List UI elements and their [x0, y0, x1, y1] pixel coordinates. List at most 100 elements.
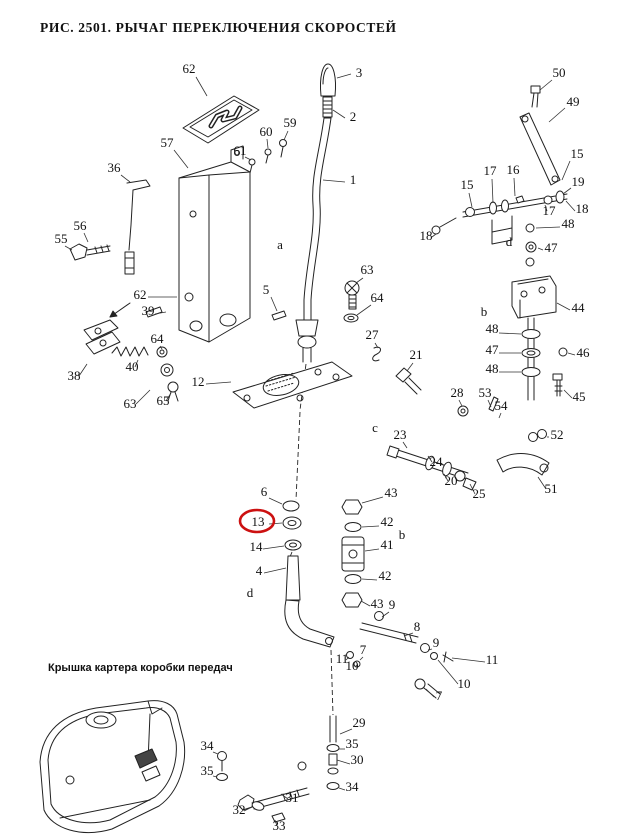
- leader-line: [359, 656, 364, 661]
- leader-line: [402, 441, 408, 449]
- leader-line: [443, 473, 449, 482]
- part-label-9: 9: [389, 597, 396, 612]
- leader-line: [274, 819, 278, 827]
- leader-line: [537, 476, 547, 490]
- part-label-59: 59: [284, 115, 297, 130]
- part-label-7: 7: [360, 642, 367, 657]
- part-label-40: 40: [126, 359, 139, 374]
- leader-line: [469, 483, 476, 495]
- mid-right-linkage: [372, 346, 550, 491]
- leader-line: [487, 399, 492, 408]
- leader-line: [498, 412, 502, 419]
- leader-line: [154, 311, 167, 315]
- part-label-52: 52: [551, 427, 564, 442]
- part-label-6: 6: [261, 484, 268, 499]
- leader-line: [491, 178, 494, 204]
- part-label-21: 21: [410, 347, 423, 362]
- part-label-15: 15: [571, 146, 584, 161]
- part-label-3: 3: [356, 65, 363, 80]
- leader-line: [78, 363, 88, 377]
- leader-line: [468, 192, 473, 208]
- part-label-43: 43: [385, 485, 398, 500]
- leader-line: [83, 232, 89, 243]
- leader-line: [498, 332, 522, 335]
- leader-line: [266, 138, 269, 149]
- leader-line: [205, 381, 232, 385]
- part-label-b: b: [481, 304, 488, 319]
- highlight-circle-13: [238, 508, 276, 534]
- cross-shaft-15-19: [431, 190, 568, 245]
- leader-line: [513, 177, 516, 197]
- part-label-41: 41: [381, 537, 394, 552]
- part-label-30: 30: [351, 752, 364, 767]
- leader-line: [355, 277, 364, 284]
- gearbox-cover: [39, 700, 186, 833]
- part-label-5: 5: [263, 282, 270, 297]
- leader-line: [548, 107, 566, 123]
- leader-line: [537, 247, 544, 251]
- part-label-38: 38: [68, 368, 81, 383]
- bolt-55-56: [69, 243, 111, 261]
- leader-line: [458, 399, 463, 407]
- part-label-29: 29: [353, 715, 366, 730]
- leader-line: [270, 296, 278, 312]
- part-label-49: 49: [567, 94, 580, 109]
- part-label-48: 48: [486, 361, 499, 376]
- leader-line: [427, 648, 433, 651]
- leader-line: [567, 352, 576, 356]
- part-label-34: 34: [346, 779, 360, 794]
- part-label-45: 45: [573, 389, 586, 404]
- part-label-35: 35: [346, 736, 359, 751]
- part-label-17: 17: [484, 163, 498, 178]
- part-label-31: 31: [286, 790, 299, 805]
- leader-line: [406, 362, 414, 372]
- leader-line: [120, 174, 131, 183]
- bracket-44-group: [511, 223, 568, 401]
- center-shaft-group: [282, 500, 335, 648]
- leader-line: [544, 204, 548, 212]
- part-label-55: 55: [55, 231, 68, 246]
- part-label-50: 50: [553, 65, 566, 80]
- part-label-53: 53: [479, 385, 492, 400]
- bolt-63-64-mid: [271, 280, 360, 323]
- shift-lever: [295, 63, 336, 363]
- part-label-18: 18: [420, 228, 433, 243]
- leader-line: [437, 659, 459, 685]
- leader-line: [361, 496, 384, 504]
- part-label-8: 8: [414, 619, 421, 634]
- leader-line: [280, 793, 289, 800]
- part-label-17: 17: [543, 203, 557, 218]
- part-label-63: 63: [124, 396, 137, 411]
- part-label-1: 1: [350, 172, 357, 187]
- part-label-20: 20: [445, 473, 458, 488]
- part-label-14: 14: [250, 539, 264, 554]
- leader-line: [356, 304, 372, 316]
- leader-line: [64, 245, 73, 251]
- part-label-61: 61: [234, 143, 247, 158]
- leader-line: [339, 728, 353, 735]
- part-label-25: 25: [473, 486, 486, 501]
- part-label-35: 35: [201, 763, 214, 778]
- leader-line: [345, 656, 350, 661]
- leader-line: [361, 578, 378, 581]
- part-label-10: 10: [346, 658, 359, 673]
- part-label-9: 9: [433, 635, 440, 650]
- part-label-51: 51: [545, 481, 558, 496]
- part-label-4: 4: [256, 563, 263, 578]
- leader-line: [563, 389, 573, 399]
- leader-line: [332, 109, 346, 119]
- cover-plate-62: [182, 95, 260, 144]
- leader-line: [562, 187, 572, 195]
- part-label-28: 28: [451, 385, 464, 400]
- part-label-64: 64: [371, 290, 385, 305]
- part-label-57: 57: [161, 135, 175, 150]
- part-label-24: 24: [430, 454, 444, 469]
- part-label-33: 33: [273, 818, 286, 833]
- leader-line: [565, 200, 576, 212]
- assembly-centerlines: [289, 363, 334, 716]
- part-label-b: b: [399, 527, 406, 542]
- part-label-34: 34: [201, 738, 215, 753]
- leader-line: [283, 130, 289, 141]
